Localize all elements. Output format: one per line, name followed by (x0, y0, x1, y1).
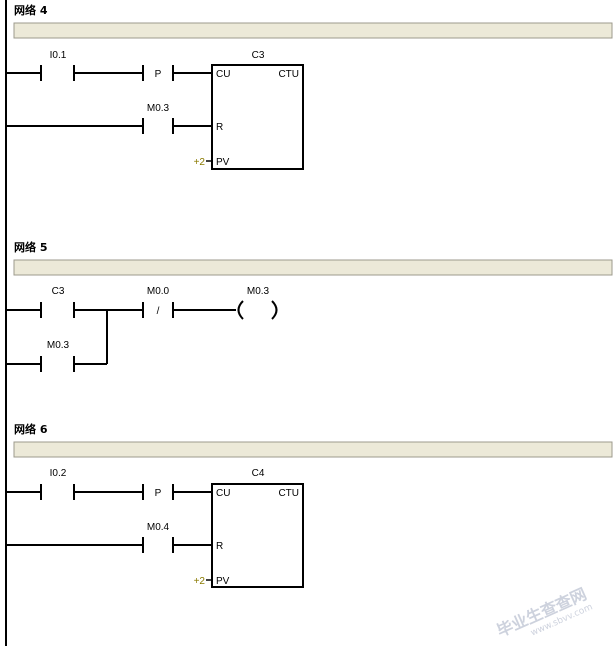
network-title: 网络 5 (14, 240, 47, 254)
preset-value: +2 (194, 157, 206, 168)
svg-text:C4: C4 (252, 468, 265, 479)
svg-text:M0.3: M0.3 (47, 340, 70, 351)
svg-text:M0.3: M0.3 (247, 286, 270, 297)
contact-m0-3-branch[interactable]: M0.3 (6, 340, 75, 372)
svg-text:CTU: CTU (278, 488, 299, 499)
svg-text:M0.4: M0.4 (147, 522, 170, 533)
network-5[interactable]: 网络 5 C3 M0.0 / M0.3 M0.3 (6, 240, 613, 372)
svg-text:R: R (216, 122, 223, 133)
network-title: 网络 6 (14, 422, 48, 436)
counter-block-c3[interactable]: C3 CU CTU R PV +2 (194, 50, 304, 170)
svg-text:CU: CU (216, 69, 230, 80)
contact-m0-0-nc[interactable]: M0.0 / (142, 286, 174, 318)
network-comment-bar[interactable] (13, 441, 613, 458)
counter-block-c4[interactable]: C4 CU CTU R PV +2 (194, 468, 304, 588)
svg-text:C3: C3 (252, 50, 265, 61)
svg-text:/: / (157, 306, 160, 317)
svg-text:PV: PV (216, 157, 230, 168)
network-6[interactable]: 网络 6 I0.2 P M0.4 C4 CU CTU (6, 422, 613, 588)
contact-i0-2[interactable]: I0.2 (6, 468, 75, 500)
svg-text:I0.1: I0.1 (50, 50, 67, 61)
contact-c3[interactable]: C3 (6, 286, 75, 318)
network-comment-bar[interactable] (13, 22, 613, 39)
svg-text:M0.0: M0.0 (147, 286, 170, 297)
network-title: 网络 4 (14, 3, 48, 17)
svg-text:P: P (155, 69, 162, 80)
contact-m0-3[interactable]: M0.3 (6, 103, 174, 134)
network-4[interactable]: 网络 4 I0.1 P M0.3 C3 CU CTU (6, 3, 613, 170)
preset-value: +2 (194, 576, 206, 587)
svg-text:P: P (155, 488, 162, 499)
svg-text:C3: C3 (52, 286, 65, 297)
svg-text:M0.3: M0.3 (147, 103, 170, 114)
watermark: 毕业生查查网 www.sbvv.com (494, 584, 594, 640)
svg-text:I0.2: I0.2 (50, 468, 67, 479)
svg-text:CTU: CTU (278, 69, 299, 80)
positive-edge-contact[interactable]: P (142, 65, 174, 81)
coil-m0-3[interactable]: M0.3 (237, 286, 278, 320)
svg-text:PV: PV (216, 576, 230, 587)
positive-edge-contact[interactable]: P (142, 484, 174, 500)
contact-i0-1[interactable]: I0.1 (6, 50, 75, 81)
contact-m0-4[interactable]: M0.4 (6, 522, 174, 553)
svg-text:R: R (216, 541, 223, 552)
svg-text:CU: CU (216, 488, 230, 499)
network-comment-bar[interactable] (13, 259, 613, 276)
